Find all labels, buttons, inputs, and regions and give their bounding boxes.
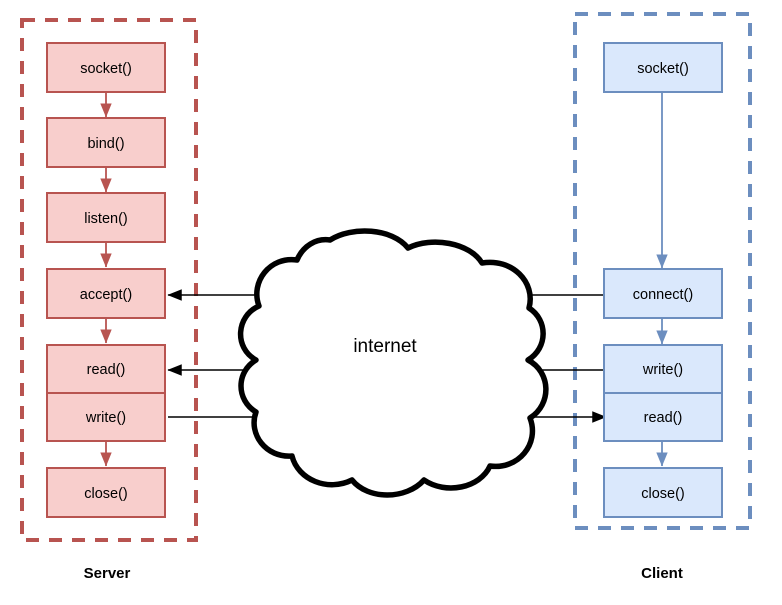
client-connect-label: connect() bbox=[633, 287, 693, 303]
client-write-box[interactable] bbox=[603, 344, 723, 394]
server-step-read[interactable]: read() bbox=[46, 344, 166, 394]
server-listen-box[interactable] bbox=[46, 192, 166, 243]
server-accept-label: accept() bbox=[80, 287, 132, 303]
server-bind-label: bind() bbox=[87, 136, 124, 152]
server-read-box[interactable] bbox=[46, 344, 166, 394]
client-step-write[interactable]: write() bbox=[603, 344, 723, 394]
client-read-box[interactable] bbox=[603, 392, 723, 442]
server-step-socket[interactable]: socket() bbox=[46, 42, 166, 93]
cloud-label: internet bbox=[353, 336, 417, 357]
client-socket-label: socket() bbox=[637, 61, 689, 77]
client-read-label: read() bbox=[644, 410, 683, 426]
client-connect-box[interactable] bbox=[603, 268, 723, 319]
server-bind-box[interactable] bbox=[46, 117, 166, 168]
client-socket-box[interactable] bbox=[603, 42, 723, 93]
server-group-frame bbox=[20, 18, 198, 542]
server-step-bind[interactable]: bind() bbox=[46, 117, 166, 168]
server-close-label: close() bbox=[84, 486, 128, 502]
server-read-label: read() bbox=[87, 362, 126, 378]
client-zone-label: Client bbox=[641, 565, 683, 582]
server-close-box[interactable] bbox=[46, 467, 166, 518]
client-step-close[interactable]: close() bbox=[603, 467, 723, 518]
server-socket-box[interactable] bbox=[46, 42, 166, 93]
server-socket-label: socket() bbox=[80, 61, 132, 77]
client-step-connect[interactable]: connect() bbox=[603, 268, 723, 319]
client-step-read[interactable]: read() bbox=[603, 392, 723, 442]
server-write-box[interactable] bbox=[46, 392, 166, 442]
server-step-close[interactable]: close() bbox=[46, 467, 166, 518]
client-close-box[interactable] bbox=[603, 467, 723, 518]
internet-cloud: internet bbox=[237, 228, 549, 498]
client-write-label: write() bbox=[642, 362, 683, 378]
server-accept-box[interactable] bbox=[46, 268, 166, 319]
server-zone-label: Server bbox=[84, 565, 131, 582]
server-listen-label: listen() bbox=[84, 211, 128, 227]
server-write-label: write() bbox=[85, 410, 126, 426]
cloud-shape bbox=[237, 228, 549, 498]
client-close-label: close() bbox=[641, 486, 685, 502]
server-step-write[interactable]: write() bbox=[46, 392, 166, 442]
server-step-accept[interactable]: accept() bbox=[46, 268, 166, 319]
client-step-socket[interactable]: socket() bbox=[603, 42, 723, 93]
server-step-listen[interactable]: listen() bbox=[46, 192, 166, 243]
